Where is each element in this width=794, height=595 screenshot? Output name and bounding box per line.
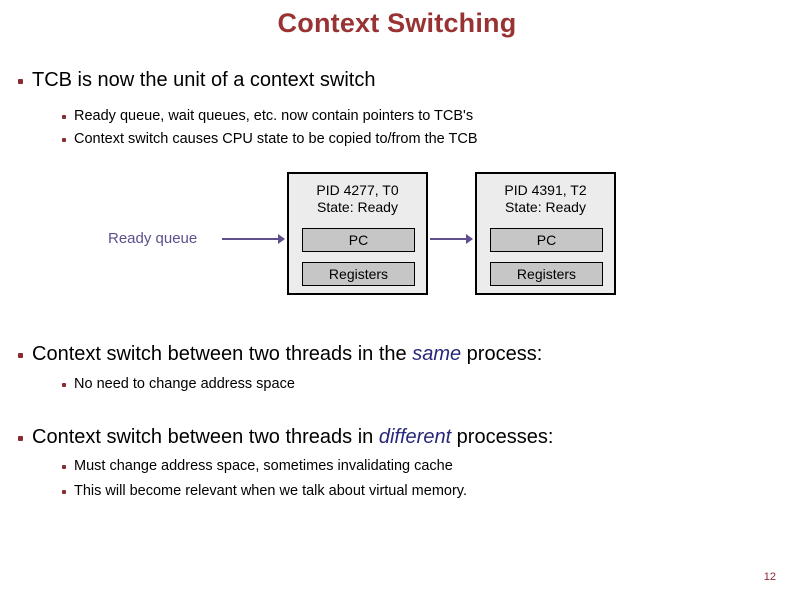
arrow-line-tcb1-to-tcb2 xyxy=(430,238,468,240)
tcb-1-registers-slot: Registers xyxy=(302,262,415,286)
tcb-2-pc-slot: PC xyxy=(490,228,603,252)
tcb-1-state-line: State: Ready xyxy=(317,199,398,215)
bullet-label: TCB is now the unit of a context switch xyxy=(32,69,376,91)
arrow-line-queue-to-tcb1 xyxy=(222,238,280,240)
bullet-marker-icon xyxy=(62,138,66,142)
emphasis-different: different xyxy=(378,426,452,448)
bullet-marker-icon xyxy=(62,115,66,119)
bullet-label-post: processes: xyxy=(451,426,554,448)
bullet-item-virtual-memory-note: This will become relevant when we talk a… xyxy=(62,482,467,501)
bullet-label: Ready queue, wait queues, etc. now conta… xyxy=(74,108,474,124)
page-number: 12 xyxy=(763,571,776,583)
bullet-label-pre: Context switch between two threads in xyxy=(32,426,379,448)
emphasis-same: same xyxy=(412,343,462,365)
arrow-head-tcb1-to-tcb2 xyxy=(466,234,473,244)
arrow-head-queue-to-tcb1 xyxy=(278,234,285,244)
bullet-item-cpu-state-copy: Context switch causes CPU state to be co… xyxy=(62,130,478,149)
bullet-marker-icon xyxy=(18,79,23,84)
bullet-marker-icon xyxy=(62,383,66,387)
bullet-item-ready-queue-pointers: Ready queue, wait queues, etc. now conta… xyxy=(62,107,473,126)
bullet-label: This will become relevant when we talk a… xyxy=(74,483,468,499)
bullet-label: Must change address space, sometimes inv… xyxy=(74,458,453,474)
bullet-label: Context switch between two threads in th… xyxy=(32,342,542,367)
bullet-label-pre: Context switch between two threads in th… xyxy=(32,343,413,365)
bullet-label: No need to change address space xyxy=(74,376,295,392)
bullet-item-tcb-unit: TCB is now the unit of a context switch xyxy=(18,68,376,93)
tcb-2-registers-slot: Registers xyxy=(490,262,603,286)
bullet-marker-icon xyxy=(18,353,23,358)
tcb-1-pid-line: PID 4277, T0 xyxy=(316,182,399,198)
bullet-item-different-process: Context switch between two threads in di… xyxy=(18,425,553,450)
bullet-label: Context switch causes CPU state to be co… xyxy=(74,131,478,147)
tcb-box-1: PID 4277, T0 State: Ready PC Registers xyxy=(287,172,428,295)
tcb-2-pid-line: PID 4391, T2 xyxy=(504,182,587,198)
bullet-label-post: process: xyxy=(461,343,543,365)
bullet-item-must-change-address-space: Must change address space, sometimes inv… xyxy=(62,457,453,476)
tcb-1-pc-slot: PC xyxy=(302,228,415,252)
bullet-marker-icon xyxy=(18,436,23,441)
bullet-item-same-process: Context switch between two threads in th… xyxy=(18,342,542,367)
bullet-marker-icon xyxy=(62,465,66,469)
tcb-2-state-line: State: Ready xyxy=(505,199,586,215)
ready-queue-label: Ready queue xyxy=(108,230,198,247)
bullet-item-no-address-space-change: No need to change address space xyxy=(62,375,295,394)
bullet-label: Context switch between two threads in di… xyxy=(32,425,553,450)
tcb-box-2: PID 4391, T2 State: Ready PC Registers xyxy=(475,172,616,295)
bullet-marker-icon xyxy=(62,490,66,494)
page-title: Context Switching xyxy=(277,8,517,38)
